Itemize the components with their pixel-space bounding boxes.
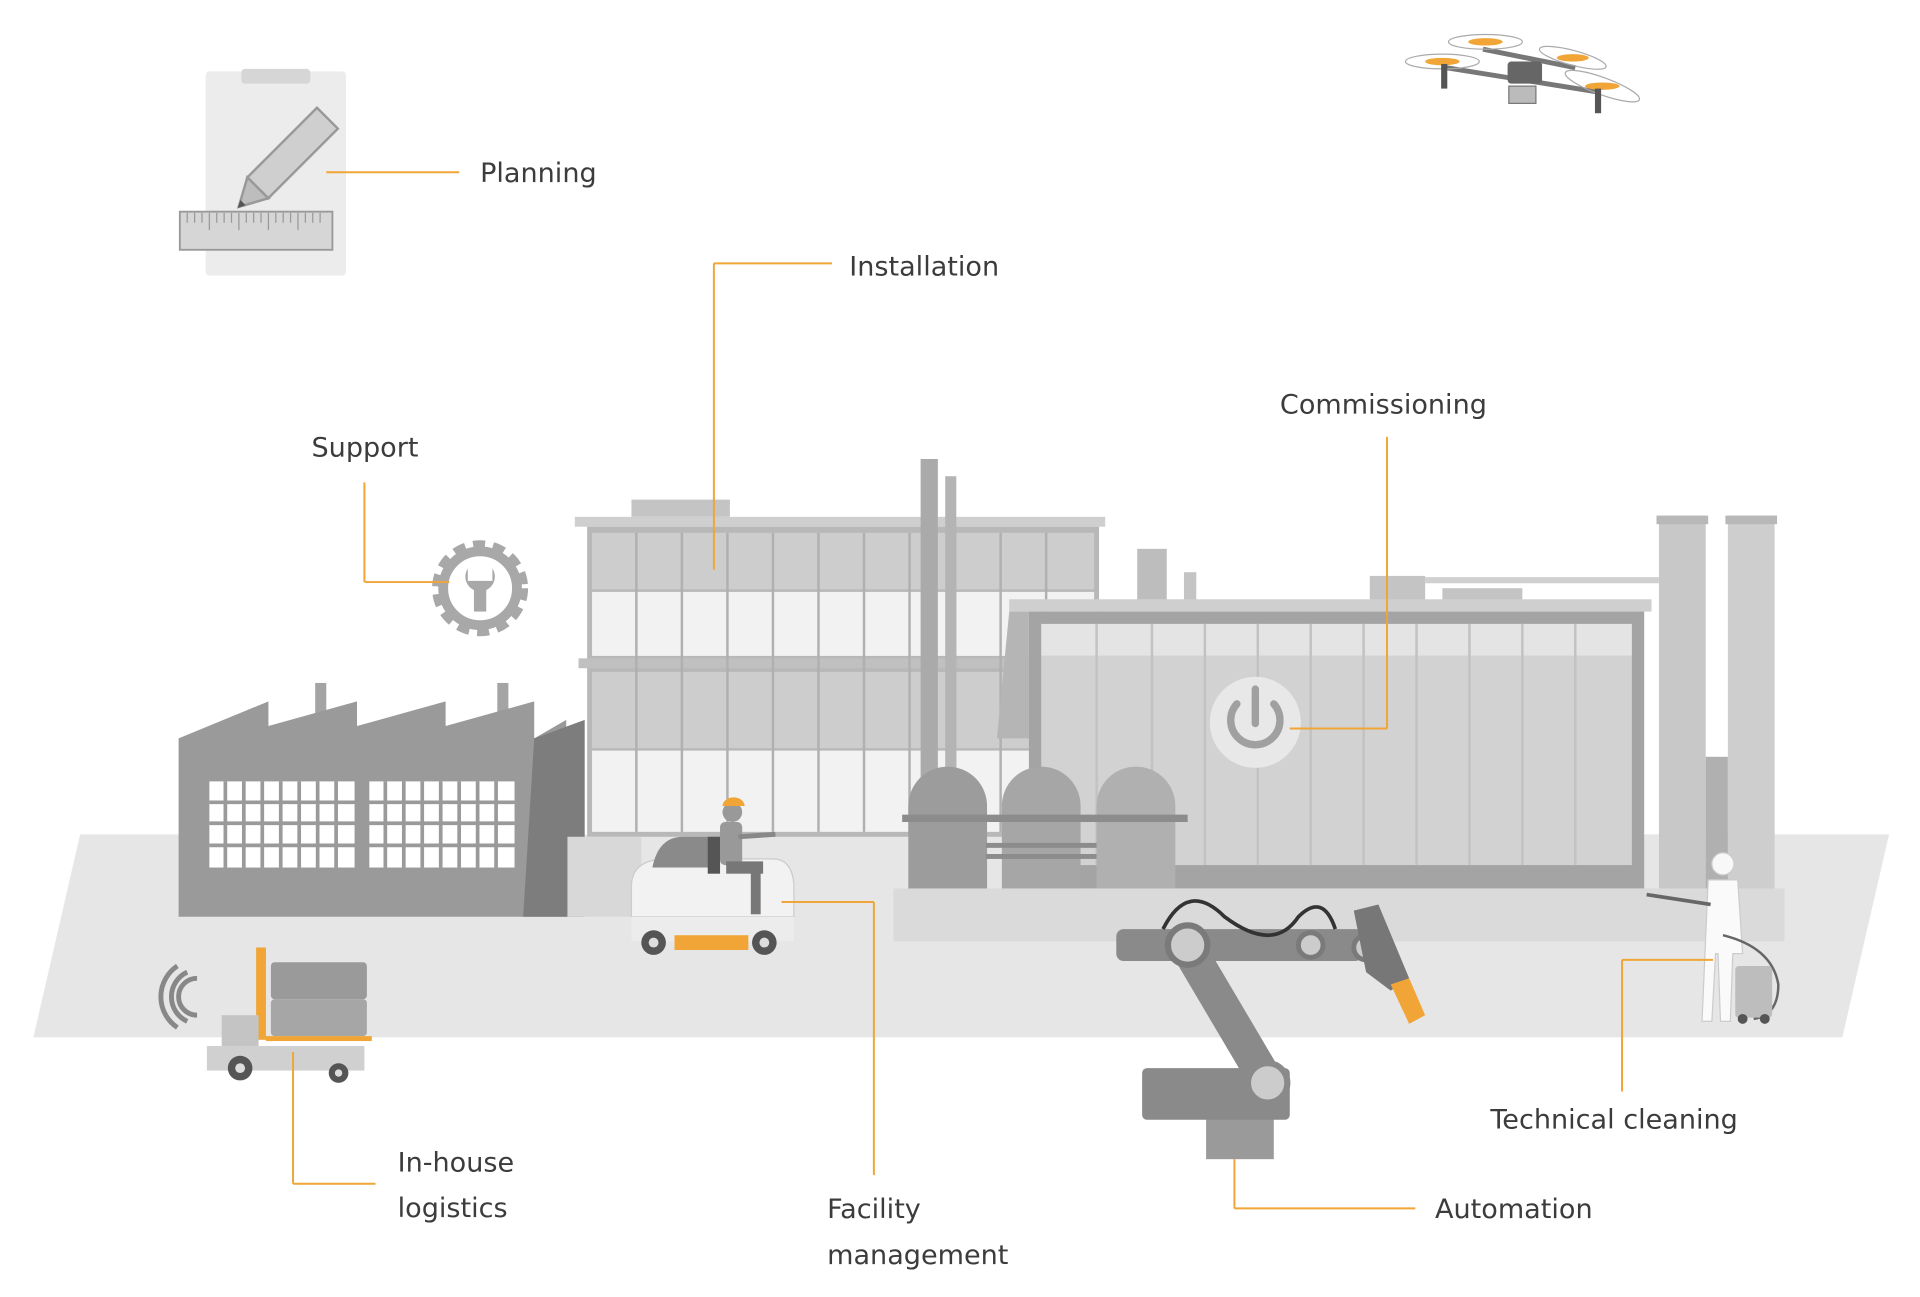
chimney [945, 476, 957, 779]
technical-cleaning-label: Technical cleaning [1489, 1104, 1738, 1135]
clipboard-pencil-ruler-icon [178, 68, 346, 276]
support-label: Support [312, 433, 419, 464]
inhouse-logistics-label-line1: In-house [398, 1147, 515, 1178]
tower [1727, 515, 1775, 891]
roof-vent [1137, 548, 1167, 603]
robot-arm-icon [1116, 899, 1426, 1160]
facility-management-label-line2: management [827, 1240, 1008, 1271]
drone-icon [1404, 33, 1641, 114]
tower [1658, 515, 1706, 891]
roof-unit [1369, 575, 1426, 601]
planning-label: Planning [480, 158, 597, 189]
facility-management-label-line1: Facility [827, 1194, 921, 1225]
power-icon [1209, 676, 1301, 768]
pipe [1425, 577, 1659, 584]
tower-cap [1656, 515, 1709, 525]
commissioning-label: Commissioning [1280, 389, 1487, 420]
cleaning-worker-icon [1646, 852, 1780, 1024]
roof-vent [1183, 572, 1197, 603]
forklift-icon [158, 947, 372, 1083]
tower-cap [1725, 515, 1778, 525]
chimney [920, 458, 938, 779]
storage-tanks [902, 766, 1188, 889]
roof-unit [1442, 588, 1523, 601]
sweeper-vehicle-icon [630, 797, 795, 955]
inhouse-logistics-label-line2: logistics [398, 1193, 508, 1224]
gear-wrench-icon [432, 540, 529, 637]
automation-label: Automation [1435, 1194, 1593, 1225]
factory-sawtooth [178, 682, 642, 917]
installation-label: Installation [849, 252, 999, 283]
